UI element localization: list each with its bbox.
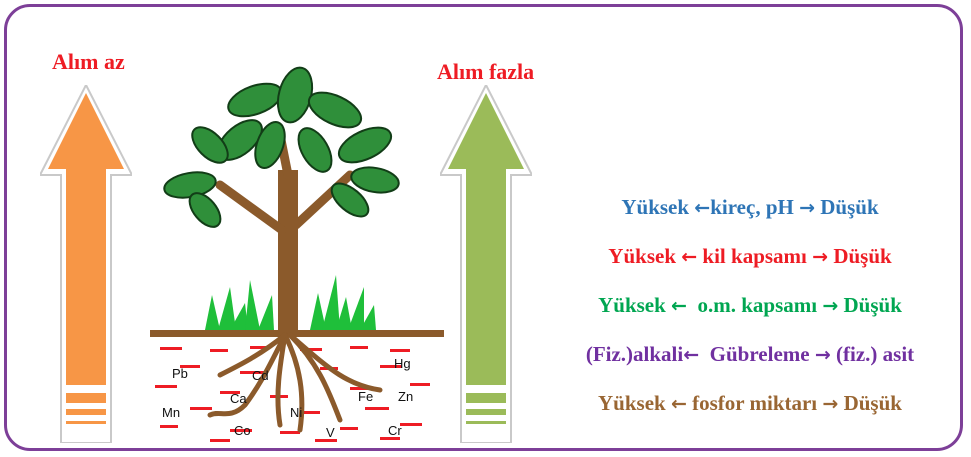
element-label: Fe [358, 389, 373, 404]
element-label: Ni [290, 405, 302, 420]
left-arrow-icon: ← [670, 393, 687, 415]
label-high-uptake: Alım fazla [437, 59, 535, 84]
up-arrow-icon [40, 85, 132, 443]
element-label: Cd [252, 368, 269, 383]
element-label: Hg [394, 356, 411, 371]
right-arrow-icon: → [812, 246, 829, 268]
trunk [278, 170, 298, 332]
right-arrow-icon: → [799, 197, 816, 219]
right-arrow-icon: → [814, 344, 831, 366]
right-arrow-icon: → [822, 393, 839, 415]
element-label: Ca [230, 391, 247, 406]
tree-illustration: Pb Cd Hg Ca Fe Zn Mn Ni Co V Cr [150, 66, 444, 442]
label-low-uptake: Alım az [52, 49, 125, 74]
legend-row: Yüksek ← kil kapsamı → Düşük [608, 244, 892, 268]
element-label: Co [234, 423, 251, 438]
element-label: Pb [172, 366, 188, 381]
left-arrow-icon: ← [681, 246, 698, 268]
roots [207, 332, 383, 433]
grass [205, 275, 376, 330]
leaves [163, 66, 400, 228]
left-arrow-icon: ← [671, 295, 687, 317]
element-label: Zn [398, 389, 413, 404]
legend-row: Yüksek ← o.m. kapsamı → Düşük [598, 293, 902, 317]
element-label: Mn [162, 405, 180, 420]
left-arrow-icon: ← [694, 197, 711, 219]
legend-row: Yüksek ← fosfor miktarı → Düşük [598, 391, 902, 415]
left-arrow-icon: ← [683, 344, 700, 366]
right-arrow-icon: → [822, 295, 839, 317]
element-label: V [326, 425, 335, 440]
diagram-frame [4, 4, 963, 451]
ground-line [150, 330, 444, 337]
element-label: Cr [388, 423, 402, 438]
legend-row: Yüksek ←kireç, pH → Düşük [621, 195, 879, 219]
up-arrow-icon [440, 85, 532, 443]
legend-row: (Fiz.)alkali← Gübreleme → (fiz.) asit [585, 342, 915, 366]
